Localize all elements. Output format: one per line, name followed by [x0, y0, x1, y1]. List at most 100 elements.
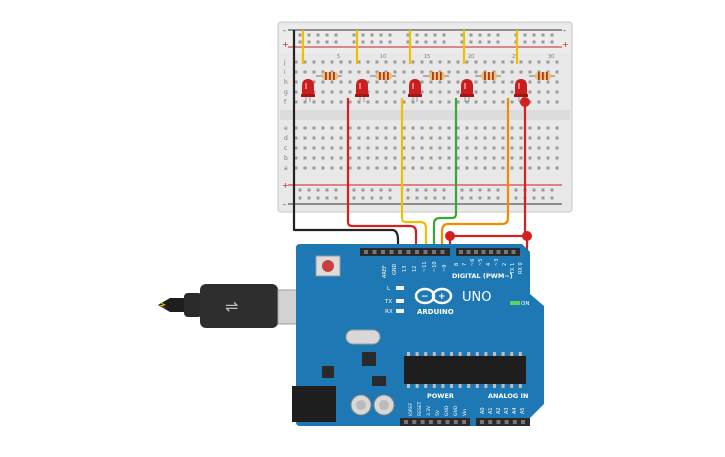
onboard-led-tx [396, 299, 404, 303]
breadboard-hole [393, 156, 397, 160]
breadboard-hole [312, 166, 316, 170]
junction-dot-mid-a[interactable] [445, 231, 455, 241]
led-bulb [409, 79, 421, 95]
breadboard-hole [303, 100, 307, 104]
rail-hole [379, 40, 383, 44]
breadboard-hole [321, 166, 325, 170]
breadboard-hole [438, 166, 442, 170]
rail-hole [460, 40, 464, 44]
breadboard-hole [555, 100, 559, 104]
rail-hole [361, 33, 365, 37]
breadboard-hole [384, 146, 388, 150]
arduino-logo-icon [414, 287, 453, 305]
breadboard-hole [294, 70, 298, 74]
breadboard-hole [456, 166, 460, 170]
breadboard-center-channel [280, 110, 570, 120]
rail-hole [325, 33, 329, 37]
breadboard-hole [339, 100, 343, 104]
rail-hole [532, 40, 536, 44]
breadboard-hole [546, 90, 550, 94]
capacitor-2-top [379, 400, 389, 410]
breadboard-hole [510, 80, 514, 84]
header-pin-hole [406, 250, 411, 254]
breadboard-hole [339, 136, 343, 140]
rail-hole [316, 40, 320, 44]
junction-dot-led5[interactable] [520, 97, 530, 107]
pin-label-a0: A0 [480, 407, 486, 414]
breadboard-hole [393, 80, 397, 84]
rail-hole [406, 40, 410, 44]
breadboard-hole [474, 166, 478, 170]
breadboard-hole [474, 60, 478, 64]
breadboard[interactable]: - + - + + - j i h g f e d c b a 1 5 10 1… [277, 21, 573, 213]
wire-gnd-black[interactable] [292, 30, 400, 252]
rail-hole [379, 196, 383, 200]
led-highlight [518, 83, 520, 89]
reset-button-cap[interactable] [322, 260, 334, 272]
header-pin-hole [511, 250, 516, 254]
chip-pin [432, 384, 436, 388]
rail-hole [460, 196, 464, 200]
arduino-uno-board[interactable]: AREF GND 13 12 ~11 ~10 ~9 8 7 ~6 ~5 4 ~3… [292, 244, 544, 426]
header-pin-hole [504, 250, 508, 254]
voltage-regulator [372, 376, 386, 386]
pin-label-9: ~9 [442, 265, 448, 272]
chip-pin [484, 352, 488, 356]
breadboard-hole [474, 136, 478, 140]
breadboard-hole [501, 80, 505, 84]
chip-pin [501, 352, 505, 356]
breadboard-hole [303, 146, 307, 150]
pin-label-a5: A5 [520, 407, 526, 414]
rail-hole [424, 40, 428, 44]
rail-hole [442, 188, 446, 192]
breadboard-hole [402, 70, 406, 74]
wire-green-pin10[interactable] [432, 98, 458, 252]
breadboard-hole [438, 146, 442, 150]
rail-hole [442, 40, 446, 44]
breadboard-hole [510, 60, 514, 64]
pin-label-6: ~6 [470, 259, 476, 266]
breadboard-hole [483, 60, 487, 64]
breadboard-hole [339, 60, 343, 64]
breadboard-hole [447, 60, 451, 64]
breadboard-hole [402, 156, 406, 160]
breadboard-hole [429, 100, 433, 104]
row-letter-d: d [284, 135, 288, 142]
breadboard-hole [375, 70, 379, 74]
breadboard-hole [375, 90, 379, 94]
rail-hole [325, 188, 329, 192]
breadboard-hole [528, 80, 532, 84]
breadboard-hole [483, 100, 487, 104]
breadboard-hole [321, 126, 325, 130]
resistor-band [333, 72, 335, 80]
chip-pin [467, 384, 471, 388]
junction-dot-mid-b[interactable] [522, 231, 532, 241]
breadboard-hole [420, 146, 424, 150]
breadboard-hole [510, 70, 514, 74]
breadboard-hole [375, 100, 379, 104]
wire-orange-pin9[interactable] [440, 98, 510, 252]
breadboard-hole [528, 70, 532, 74]
breadboard-hole [330, 166, 334, 170]
breadboard-hole [429, 90, 433, 94]
rail-hole [361, 40, 365, 44]
breadboard-hole [492, 80, 496, 84]
rail-hole [532, 196, 536, 200]
dc-power-jack[interactable] [292, 386, 336, 422]
breadboard-hole [510, 156, 514, 160]
column-number-20: 20 [468, 54, 474, 60]
breadboard-hole [537, 100, 541, 104]
wire-red-pin12[interactable] [346, 98, 418, 252]
rail-hole [433, 40, 437, 44]
rail-hole [541, 33, 545, 37]
pin-label-a4: A4 [512, 407, 518, 414]
breadboard-hole [492, 90, 496, 94]
breadboard-hole [384, 80, 388, 84]
rail-hole [541, 188, 545, 192]
pin-label-5v: 5V [435, 409, 441, 416]
row-letter-f: f [284, 99, 287, 106]
onboard-led-l [396, 286, 404, 290]
chip-pin [432, 352, 436, 356]
wire-yellow-pin11[interactable] [400, 98, 428, 252]
